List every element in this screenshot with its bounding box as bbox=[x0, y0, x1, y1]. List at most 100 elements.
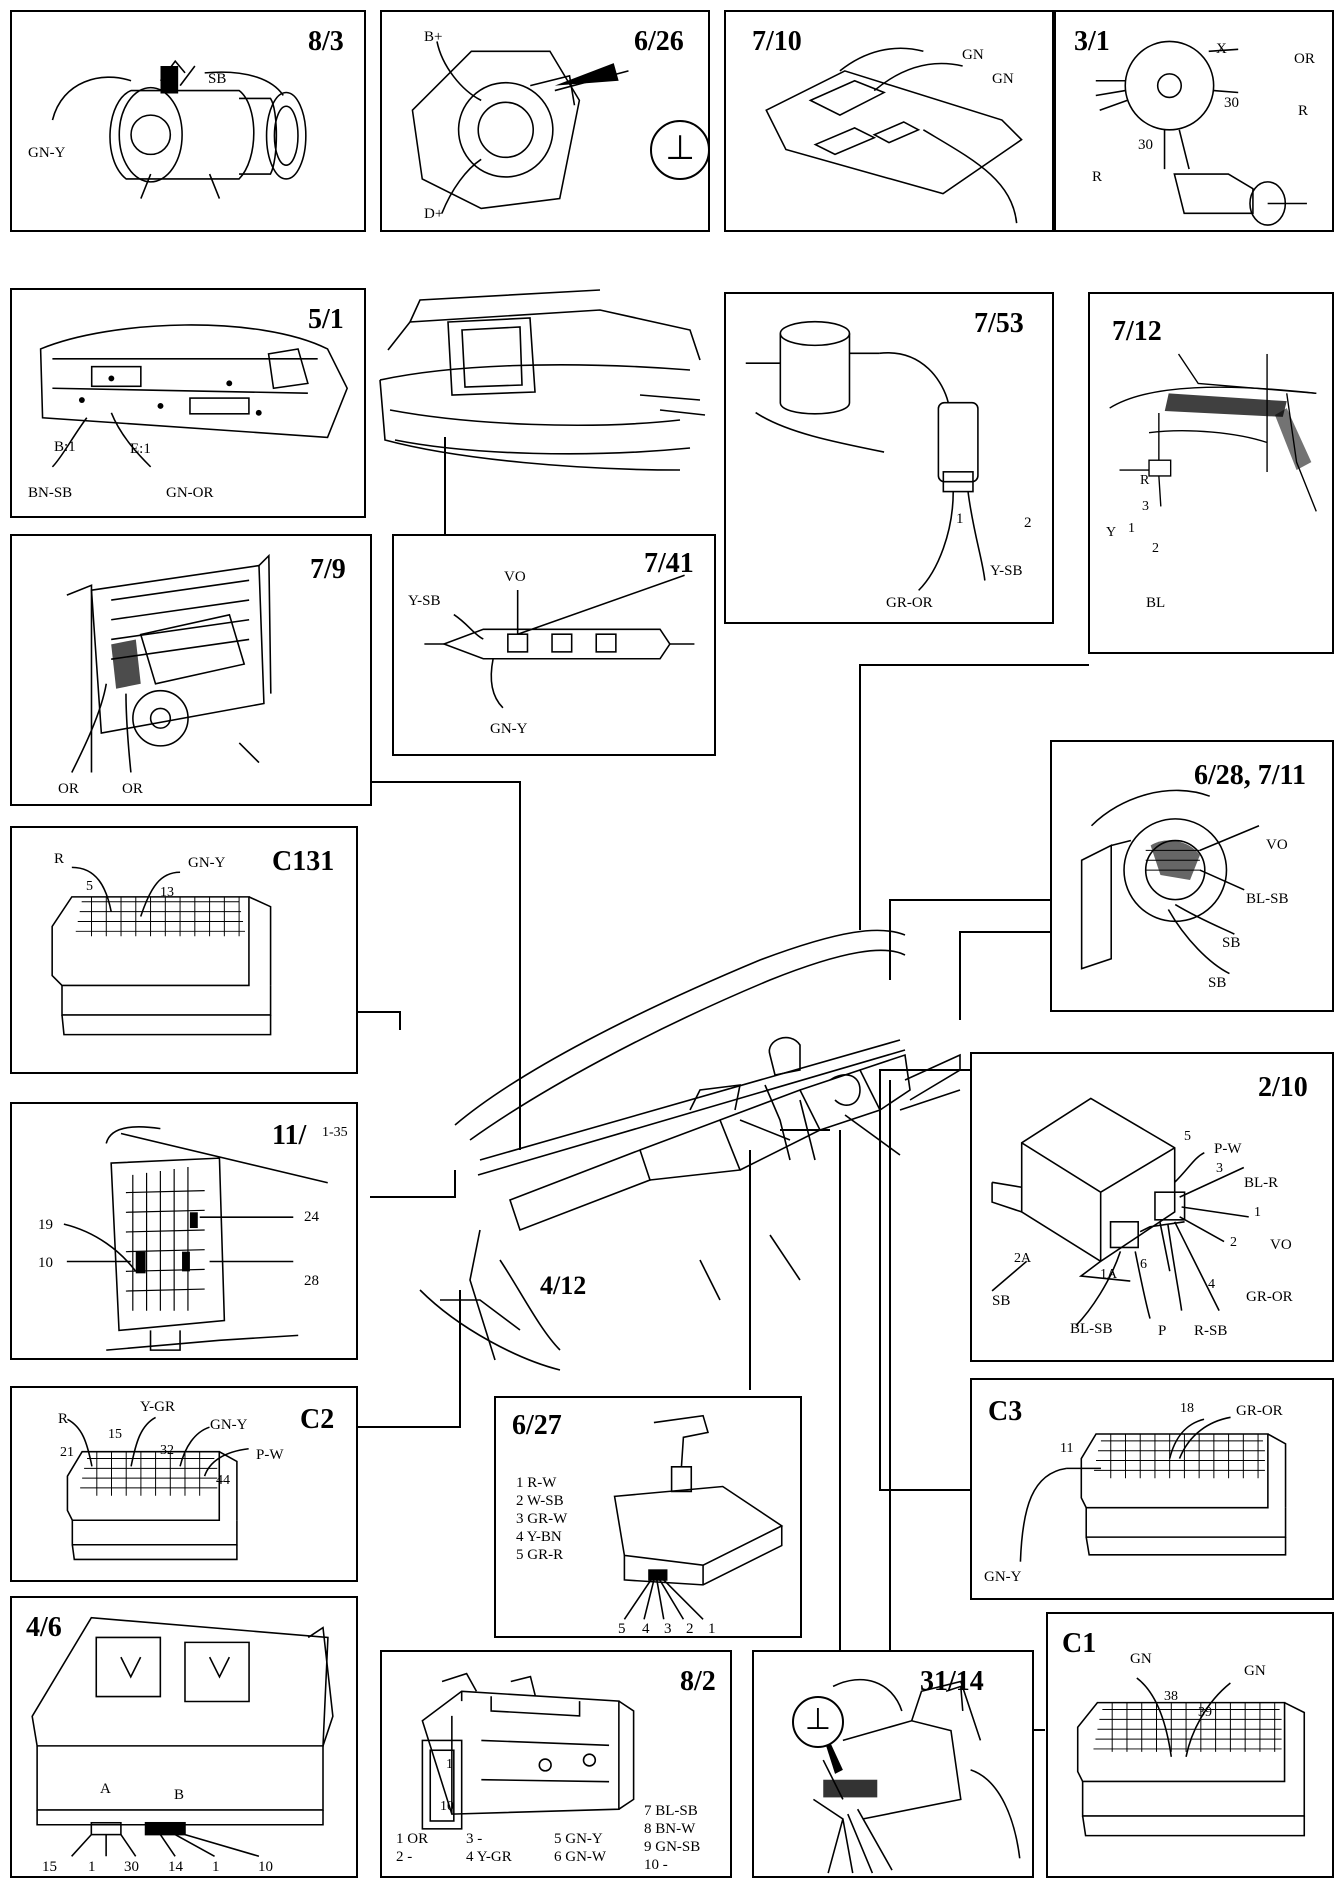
panel-title: 11/ bbox=[272, 1120, 307, 1151]
label-pin-18: 18 bbox=[1180, 1401, 1194, 1416]
wire-list-col-3: 5 GN-Y 6 GN-W bbox=[554, 1830, 606, 1866]
label-gn-y: GN-Y bbox=[28, 145, 66, 161]
panel-subtitle: 1-35 bbox=[322, 1125, 348, 1140]
panel-c3: C3 11 18 GR-OR GN-Y bbox=[970, 1378, 1334, 1600]
wire-list-item: 2 - bbox=[396, 1849, 413, 1865]
label-pin-10: 10 bbox=[440, 1799, 454, 1814]
label-or-1: OR bbox=[58, 781, 79, 797]
panel-31-14: ⊥ 31/14 bbox=[752, 1650, 1034, 1878]
label-r: R bbox=[54, 851, 65, 867]
panel-c2: C2 R Y-GR GN-Y P-W 21 15 32 44 bbox=[10, 1386, 358, 1582]
label-30b: 30 bbox=[1138, 137, 1153, 153]
wire-list-item: 6 GN-W bbox=[554, 1849, 607, 1865]
panel-7-10: 7/10 GN GN bbox=[724, 10, 1054, 232]
wire-list-item: 4 Y-GR bbox=[466, 1849, 512, 1865]
label-gn-1: GN bbox=[1130, 1651, 1152, 1667]
panel-title: 7/9 bbox=[310, 554, 346, 585]
pin-label: 2 bbox=[686, 1621, 694, 1637]
wire-list-item: 4 Y-BN bbox=[516, 1529, 562, 1545]
label-d-plus: D+ bbox=[424, 206, 444, 222]
label-bl: BL bbox=[1146, 595, 1166, 611]
label-r-1: R bbox=[1298, 103, 1309, 119]
panel-title: C131 bbox=[272, 846, 335, 877]
wire-list-col-2: 3 - 4 Y-GR bbox=[466, 1830, 512, 1866]
label-pin-2: 2 bbox=[1230, 1235, 1237, 1250]
label-pin-19: 19 bbox=[38, 1217, 53, 1233]
panel-title: 31/14 bbox=[920, 1666, 984, 1697]
label-r: R bbox=[1140, 473, 1150, 488]
wire-list-item: 5 GN-Y bbox=[554, 1831, 603, 1847]
panel-7-53: 7/53 1 2 GR-OR Y-SB bbox=[724, 292, 1054, 624]
label-b1: B:1 bbox=[54, 439, 76, 455]
label-pin-5: 5 bbox=[86, 879, 93, 894]
label-e1: E:1 bbox=[130, 441, 151, 457]
panel-11: 11/ 1-35 19 10 24 28 bbox=[10, 1102, 358, 1360]
wire-list-col-4: 7 BL-SB 8 BN-W 9 GN-SB 10 - bbox=[644, 1802, 700, 1874]
label-y-sb: Y-SB bbox=[990, 563, 1023, 579]
wire-list-item: 3 - bbox=[466, 1831, 483, 1847]
panel-title: 4/6 bbox=[26, 1612, 62, 1643]
label-gn-2: GN bbox=[1244, 1663, 1266, 1679]
label-pin-5: 5 bbox=[1184, 1129, 1191, 1144]
pin-label: 3 bbox=[664, 1621, 672, 1637]
wire-list-item: 10 - bbox=[644, 1857, 668, 1873]
panel-title: 2/10 bbox=[1258, 1072, 1308, 1103]
label-pin-44: 44 bbox=[216, 1473, 230, 1488]
wire-list-item: 1 OR bbox=[396, 1831, 429, 1847]
label-or-2: OR bbox=[122, 781, 143, 797]
wire-list-item: 2 W-SB bbox=[516, 1493, 564, 1509]
label-pin-13: 13 bbox=[160, 885, 174, 900]
panel-5-1: 5/1 B:1 E:1 BN-SB GN-OR bbox=[10, 288, 366, 518]
panel-7-9: 7/9 OR OR bbox=[10, 534, 372, 806]
label-pin-38: 38 bbox=[1164, 1689, 1178, 1704]
label-pin-1a: 1A bbox=[1100, 1267, 1118, 1282]
car-front-illustration bbox=[379, 289, 706, 471]
pin-label: 1 bbox=[88, 1859, 96, 1875]
panel-title: 5/1 bbox=[308, 304, 344, 335]
panel-6-28-7-11: 6/28, 7/11 VO BL-SB SB SB bbox=[1050, 740, 1334, 1012]
label-y: Y bbox=[1106, 525, 1117, 540]
label-a: A bbox=[100, 1781, 111, 1797]
panel-title: C1 bbox=[1062, 1628, 1097, 1659]
panel-7-12: 7/12 R 3 Y 1 2 BL bbox=[1088, 292, 1334, 654]
panel-6-27: 6/27 1 R-W 2 W-SB 3 GR-W 4 Y-BN 5 GR-R 5… bbox=[494, 1396, 802, 1638]
label-pin-39: 39 bbox=[1198, 1705, 1212, 1720]
label-pin-28: 28 bbox=[304, 1273, 319, 1289]
label-gn-y: GN-Y bbox=[210, 1417, 248, 1433]
wire-list-col-1: 1 OR 2 - bbox=[396, 1830, 428, 1866]
label-pin-24: 24 bbox=[304, 1209, 319, 1225]
label-vo: VO bbox=[1270, 1237, 1292, 1253]
label-pin-1: 1 bbox=[446, 1757, 453, 1772]
label-vo: VO bbox=[1266, 837, 1288, 853]
wire-list: 1 R-W 2 W-SB 3 GR-W 4 Y-BN 5 GR-R bbox=[516, 1474, 567, 1564]
label-b-plus: B+ bbox=[424, 29, 443, 45]
panel-title: 7/53 bbox=[974, 308, 1024, 339]
panel-title: 8/2 bbox=[680, 1666, 716, 1697]
label-pin-32: 32 bbox=[160, 1443, 174, 1458]
panel-title: C2 bbox=[300, 1404, 335, 1435]
label-30a: 30 bbox=[1224, 95, 1239, 111]
label-gn-1: GN bbox=[962, 47, 984, 63]
pin-label: 15 bbox=[42, 1859, 57, 1875]
label-pin-6: 6 bbox=[1140, 1257, 1147, 1272]
label-gn-2: GN bbox=[992, 71, 1014, 87]
label-gn-y: GN-Y bbox=[188, 855, 226, 871]
label-r-sb: R-SB bbox=[1194, 1323, 1228, 1339]
label-b: B bbox=[174, 1787, 185, 1803]
panel-title: 3/1 bbox=[1074, 26, 1110, 57]
label-p: P bbox=[1158, 1323, 1167, 1339]
label-bl-sb: BL-SB bbox=[1246, 891, 1289, 907]
panel-2-10: 2/10 5 P-W 3 BL-R 1 VO 2 GR-OR 4 R-SB 6 … bbox=[970, 1052, 1334, 1362]
label-sb: SB bbox=[992, 1293, 1011, 1309]
label-pin-21: 21 bbox=[60, 1445, 74, 1460]
label-pin-1: 1 bbox=[1128, 521, 1135, 536]
label-pin-2: 2 bbox=[1024, 515, 1032, 531]
pin-label: 1 bbox=[212, 1859, 220, 1875]
wire-list-item: 7 BL-SB bbox=[644, 1803, 698, 1819]
label-gn-or: GN-OR bbox=[166, 485, 214, 501]
label-p-w: P-W bbox=[1214, 1141, 1242, 1157]
label-gn-y: GN-Y bbox=[490, 721, 528, 737]
panel-6-26: ⊥ 6/26 B+ D+ bbox=[380, 10, 710, 232]
